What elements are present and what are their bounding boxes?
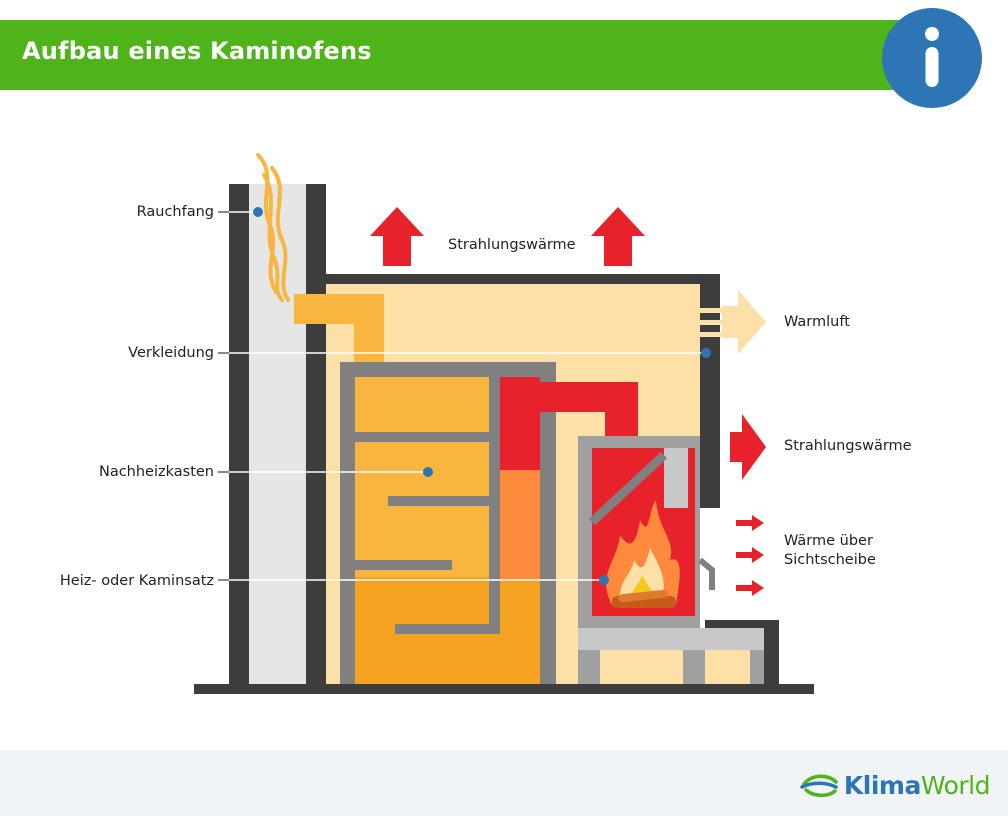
pedestal-top <box>578 628 764 650</box>
chimney-wall-left <box>229 184 249 684</box>
baffle-vertical <box>489 377 500 634</box>
label-nachheizkasten: Nachheizkasten <box>98 464 214 480</box>
baffle <box>388 496 500 506</box>
label-strahlung-right: Strahlungswärme <box>784 438 912 454</box>
smoke-icon <box>256 153 290 302</box>
marker-dot <box>701 348 711 358</box>
label-strahlung-top: Strahlungswärme <box>448 237 576 253</box>
marker-dot <box>423 467 433 477</box>
vent-slot <box>700 320 722 325</box>
chimney-wall-right <box>306 184 326 684</box>
page-title: Aufbau eines Kaminofens <box>22 37 372 65</box>
radiant-heat-arrow-up <box>591 207 645 266</box>
firebox-baffle <box>588 451 668 526</box>
footer <box>0 750 1008 816</box>
pedestal-leg <box>683 650 705 684</box>
firebox-flue-collar <box>664 448 688 508</box>
pedestal-leg <box>750 650 764 684</box>
flame-icon <box>606 500 680 608</box>
label-heizsatz: Heiz- oder Kaminsatz <box>59 573 214 589</box>
warm-gas-channel <box>500 470 540 580</box>
pedestal-fill <box>600 650 750 684</box>
label-verkleidung: Verkleidung <box>128 345 214 361</box>
vent-slot <box>700 308 722 313</box>
floor <box>194 684 814 694</box>
baffle <box>395 624 500 634</box>
pedestal-leg <box>578 650 600 684</box>
baffle <box>355 560 452 570</box>
glass-heat-arrows <box>736 515 764 596</box>
label-waerme-line2: Sichtscheibe <box>784 552 876 568</box>
casing-top-wall <box>326 274 720 284</box>
brand-logo-icon <box>800 774 838 798</box>
pedestal-right-wall <box>764 620 779 684</box>
firebox-base-bar <box>578 616 700 628</box>
info-icon[interactable] <box>882 8 982 108</box>
door-handle <box>698 557 715 590</box>
brand-name-part2: World <box>920 770 991 800</box>
radiant-heat-arrow-right <box>730 414 766 480</box>
label-rauchfang: Rauchfang <box>136 204 214 220</box>
radiant-heat-arrow-up <box>370 207 424 266</box>
firebox-top <box>578 436 700 448</box>
marker-dot <box>599 575 609 585</box>
brand-name-part1: Klima <box>843 770 921 800</box>
header-bar <box>0 20 920 90</box>
chimney-interior <box>249 184 306 684</box>
baffle <box>355 432 489 442</box>
label-waerme-line1: Wärme über <box>784 533 873 549</box>
brand-logo[interactable]: Klima World <box>800 770 991 800</box>
vent-slot <box>700 332 722 337</box>
pedestal-wall <box>705 620 779 630</box>
marker-dot <box>253 207 263 217</box>
warmluft-arrow <box>722 290 766 354</box>
label-warmluft: Warmluft <box>784 314 850 330</box>
